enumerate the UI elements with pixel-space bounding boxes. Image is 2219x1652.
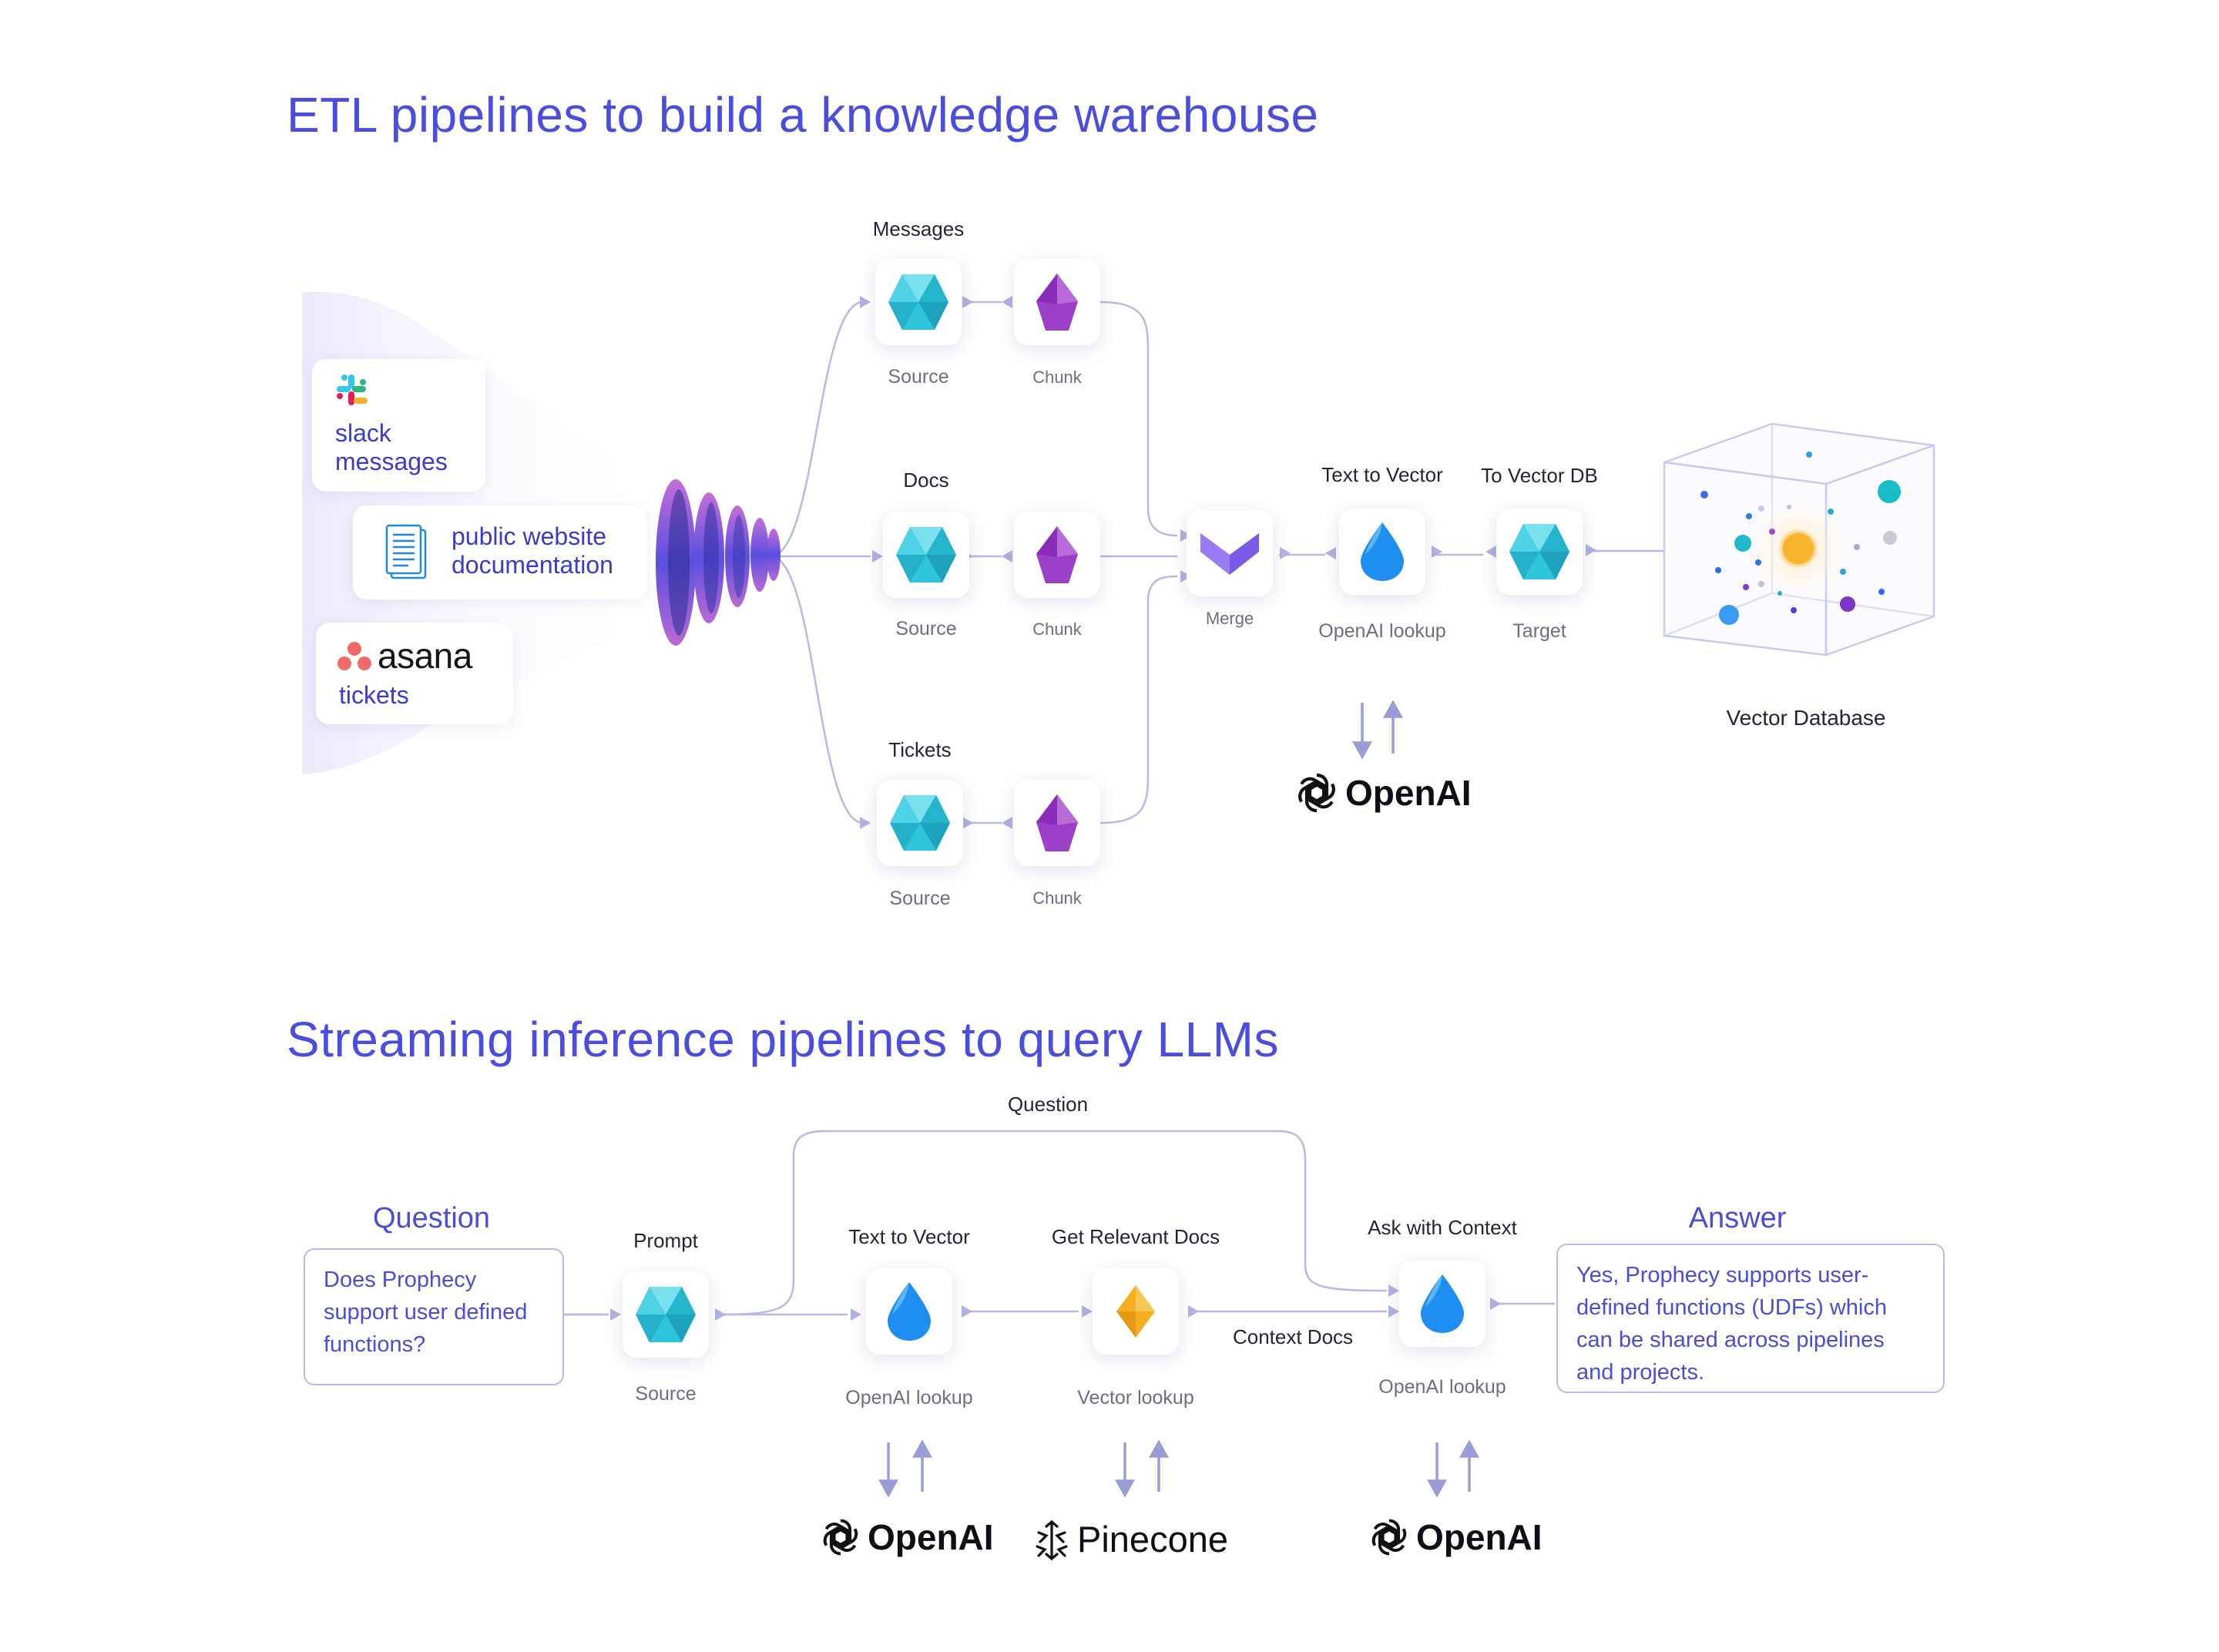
messages-chunk-node[interactable] xyxy=(1014,259,1100,345)
slack-line-1: slack xyxy=(335,419,391,447)
hexagon-icon xyxy=(896,527,956,583)
to-vector-db-node[interactable] xyxy=(1496,509,1583,595)
pinecone-brand: Pinecone xyxy=(1032,1518,1228,1560)
etl-heading: ETL pipelines to build a knowledge wareh… xyxy=(287,87,1319,143)
diamond-icon xyxy=(1116,1285,1155,1338)
etl-text-to-vector-sub: OpenAI lookup xyxy=(1318,620,1446,642)
docs-source-node[interactable] xyxy=(883,512,969,598)
etl-text-to-vector-title: Text to Vector xyxy=(1321,463,1443,486)
tickets-chunk-node[interactable] xyxy=(1014,780,1100,866)
messages-source-label: Source xyxy=(888,366,949,388)
tickets-source-label: Source xyxy=(889,888,951,909)
question-link-label: Question xyxy=(1007,1093,1089,1116)
ask-context-sub: OpenAI lookup xyxy=(1378,1376,1506,1398)
etl-openai-label: OpenAI xyxy=(1345,773,1472,813)
tickets-chunk-label: Chunk xyxy=(1032,888,1082,908)
asana-icon xyxy=(337,642,371,670)
docs-line-1: public website xyxy=(452,522,606,550)
document-icon xyxy=(385,524,427,579)
asana-brand: asana xyxy=(378,636,472,676)
prompt-source-node[interactable] xyxy=(623,1271,709,1358)
vector-database-label: Vector Database xyxy=(1726,706,1886,730)
relevant-docs-sub: Vector lookup xyxy=(1077,1387,1194,1409)
relevant-docs-title: Get Relevant Docs xyxy=(1051,1225,1220,1248)
gem-icon xyxy=(1036,526,1078,583)
drop-icon xyxy=(1421,1274,1464,1333)
openai-icon xyxy=(823,1519,858,1556)
gem-icon xyxy=(1036,794,1078,851)
inf-openai-brand-1: OpenAI xyxy=(820,1516,994,1558)
merge-icon xyxy=(1200,533,1259,575)
tickets-source-node[interactable] xyxy=(877,780,963,866)
ask-context-node[interactable] xyxy=(1399,1261,1485,1347)
ask-context-title: Ask with Context xyxy=(1368,1216,1517,1239)
hexagon-icon xyxy=(890,795,950,851)
docs-source-label: public website documentation xyxy=(452,522,613,579)
inf-text-to-vector-title: Text to Vector xyxy=(848,1225,970,1248)
to-vector-db-title: To Vector DB xyxy=(1481,464,1598,487)
inf-text-to-vector-sub: OpenAI lookup xyxy=(845,1387,973,1409)
answer-box[interactable]: Yes, Prophecy supports user-defined func… xyxy=(1556,1244,1945,1393)
etl-text-to-vector-node[interactable] xyxy=(1339,509,1425,595)
pinecone-icon xyxy=(1036,1519,1068,1560)
tickets-title: Tickets xyxy=(888,738,952,761)
hexagon-icon xyxy=(888,274,948,330)
answer-title: Answer xyxy=(1688,1202,1787,1234)
relevant-docs-node[interactable] xyxy=(1093,1268,1179,1355)
hexagon-icon xyxy=(1509,524,1569,579)
docs-chunk-node[interactable] xyxy=(1014,512,1100,598)
context-docs-label: Context Docs xyxy=(1232,1325,1354,1348)
slack-source-card: slack messages xyxy=(312,359,485,492)
to-vector-db-sub: Target xyxy=(1512,620,1566,642)
messages-title: Messages xyxy=(872,217,965,240)
inf-openai-label-1: OpenAI xyxy=(868,1517,994,1557)
gem-icon xyxy=(1036,274,1078,331)
docs-title: Docs xyxy=(903,468,949,492)
cube-icon xyxy=(1663,422,1935,656)
messages-chunk-label: Chunk xyxy=(1032,368,1082,387)
docs-chunk-label: Chunk xyxy=(1032,620,1082,639)
prompt-title: Prompt xyxy=(633,1229,698,1252)
inf-openai-brand-2: OpenAI xyxy=(1368,1516,1543,1558)
inf-openai-label-2: OpenAI xyxy=(1416,1517,1543,1557)
slack-icon xyxy=(337,374,368,405)
slack-source-label: slack messages xyxy=(335,419,448,476)
slack-line-2: messages xyxy=(335,448,448,475)
messages-source-node[interactable] xyxy=(875,259,962,345)
question-box[interactable]: Does Prophecy support user defined funct… xyxy=(304,1248,564,1385)
asana-source-card: asana tickets xyxy=(316,623,513,724)
openai-icon xyxy=(1298,773,1335,813)
pinecone-label: Pinecone xyxy=(1077,1519,1228,1560)
merge-node[interactable] xyxy=(1187,510,1273,596)
prompt-source-label: Source xyxy=(635,1383,697,1405)
inf-text-to-vector-node[interactable] xyxy=(866,1268,952,1355)
hexagon-icon xyxy=(636,1287,696,1342)
docs-source-card: public website documentation xyxy=(353,505,647,599)
drop-icon xyxy=(888,1282,931,1341)
etl-openai-brand: OpenAI xyxy=(1294,771,1472,815)
docs-line-2: documentation xyxy=(452,551,613,579)
question-title: Question xyxy=(372,1202,491,1234)
openai-icon xyxy=(1371,1519,1407,1556)
merge-label: Merge xyxy=(1205,609,1254,628)
asana-source-sub: tickets xyxy=(339,681,409,709)
funnel-icon xyxy=(656,479,781,646)
drop-icon xyxy=(1361,522,1404,581)
streaming-heading: Streaming inference pipelines to query L… xyxy=(287,1012,1279,1067)
docs-source-label: Source xyxy=(895,618,957,640)
